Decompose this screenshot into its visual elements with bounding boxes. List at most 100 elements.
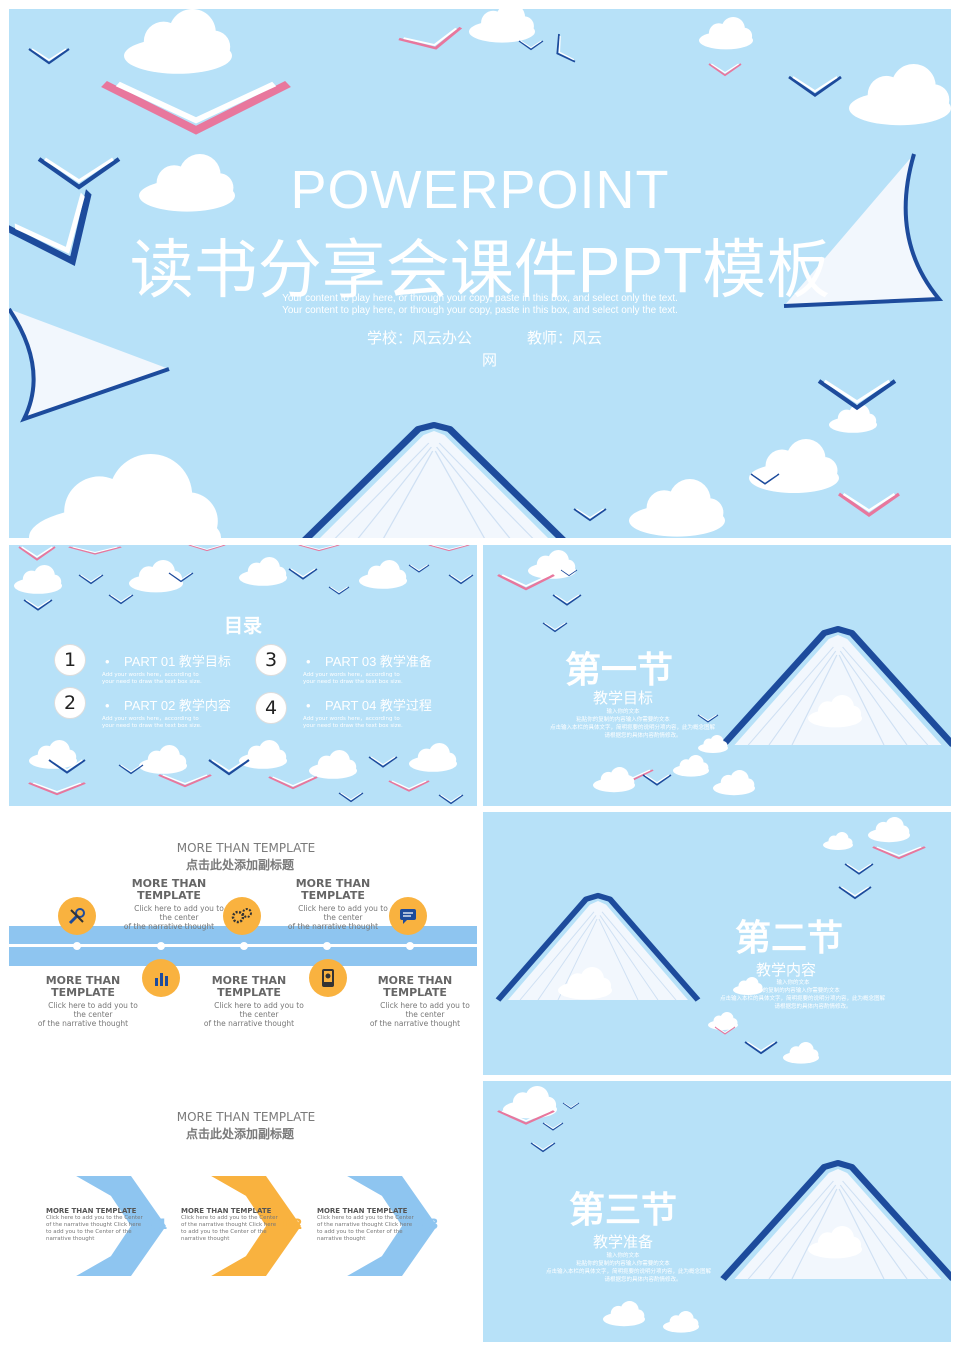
step-3-body-3: to add you to the Center of the [317,1229,403,1235]
cover-desc-1: Your content to play here, or through yo… [282,293,678,304]
section-2-small-1: 输入你的文本 [776,980,810,986]
timeline-top-item-1-head-1: MORE THAN [131,877,207,890]
cover-slide: POWERPOINT 读书分享会课件PPT模板 Your content to … [9,9,951,538]
cover-decoration [9,9,951,538]
timeline-bottom-item-3-head-2: TEMPLATE [383,986,447,999]
timeline-bottom-item-3-head-1: MORE THAN [377,974,453,987]
timeline-top-item-1-head-2: TEMPLATE [137,889,201,902]
step-2-head: MORE THAN TEMPLATE [181,1207,272,1215]
section-2-title: 第二节 [735,918,844,959]
timeline-bottom-item-2-head-1: MORE THAN [211,974,287,987]
timeline-dot [240,942,248,950]
section-3-small-4: 请根据您的具体内容酌情修改。 [604,1277,682,1283]
timeline-bottom-item-1-head-2: TEMPLATE [51,986,115,999]
steps-subheading: 点击此处添加副标题 [185,1127,294,1141]
section-3-small-1: 输入你的文本 [606,1253,640,1259]
section-3-decoration [496,1086,951,1333]
timeline-dot [406,942,414,950]
toc-item-3-label: PART 03 教学准备 [325,654,432,669]
timeline-bottom-item-1-body-2: of the narrative thought [37,1019,129,1028]
timeline-top-item-2-head-1: MORE THAN [295,877,371,890]
toc-item-2-label: PART 02 教学内容 [124,698,231,713]
section-1-small-3: 点击输入本栏的具体文字，简明扼要的说明分项内容，此为概念图解 [550,725,716,731]
step-1-body-2: of the narrative thought Click here [46,1222,142,1228]
step-2-body-2: of the narrative thought Click here [181,1222,277,1228]
toc-num-2: 2 [54,687,86,719]
section-1-small-1: 输入你的文本 [606,709,640,715]
section-2-small-3: 点击输入本栏的具体文字，简明扼要的说明分项内容，此为概念图解 [720,996,886,1002]
step-1: MORE THAN TEMPLATE Click here to add you… [46,1207,146,1243]
step-chevron-3 [347,1176,437,1276]
section-1-decoration [496,550,951,796]
bar-chart-icon-bubble [142,959,180,997]
cover-title-cn: 读书分享会课件PPT模板 [129,234,831,306]
step-1-head: MORE THAN TEMPLATE [46,1207,137,1215]
tools-icon [68,908,85,925]
timeline-top-item-2-head-2: TEMPLATE [301,889,365,902]
section-3-title: 第三节 [569,1190,678,1231]
step-2-num: 02 [283,1217,303,1233]
toc-item-3[interactable]: • PART 03 教学准备 [306,654,432,669]
timeline-bottom-item-1-body-1: Click here to add you to the center [48,1001,138,1019]
step-2: MORE THAN TEMPLATE Click here to add you… [181,1207,281,1243]
toc-item-2[interactable]: • PART 02 教学内容 [105,698,231,713]
toc-title: 目录 [223,615,262,637]
cover-school: 学校：风云办公 [367,329,473,347]
toc-item-4-desc-2: your need to draw the text box size. [303,723,403,729]
toc-item-1-desc-1: Add your words here，according to [102,672,199,678]
section-3-small-3: 点击输入本栏的具体文字，简明扼要的说明分项内容，此为概念图解 [546,1269,712,1275]
section-3-small-2: 粘贴你的复制的内容输入你需要的文本 [576,1261,670,1267]
gears-icon-bubble [223,897,261,935]
steps-heading: MORE THAN TEMPLATE [176,1110,316,1124]
timeline-dot [73,942,81,950]
timeline-bottom-item-2-body-2: of the narrative thought [203,1019,295,1028]
step-2-body-4: narrative thought [181,1236,230,1242]
timeline-top-item-2-body-1: Click here to add you to the center [298,904,388,922]
phone-icon-bubble [309,959,347,997]
timeline-bottom-item-2-body-1: Click here to add you to the center [214,1001,304,1019]
section-1-slide: 第一节 教学目标 输入你的文本 粘贴你的复制的内容输入你需要的文本 点击输入本栏… [483,545,951,806]
toc-item-3-desc-1: Add your words here，according to [303,672,400,678]
section-2-slide: 第二节 教学内容 输入你的文本 粘贴你的复制的内容输入你需要的文本 点击输入本栏… [483,812,951,1075]
toc-item-1[interactable]: • PART 01 教学目标 [105,654,231,669]
toc-item-4[interactable]: • PART 04 教学过程 [306,698,432,713]
section-1-subtitle: 教学目标 [593,689,654,707]
timeline-bottom-item-1-head-1: MORE THAN [45,974,121,987]
cover-teacher: 教师：风云 [527,329,603,347]
toc-item-1-label: PART 01 教学目标 [124,654,231,669]
step-3-body-2: of the narrative thought Click here [317,1222,413,1228]
toc-item-4-label: PART 04 教学过程 [325,698,432,713]
step-chevron-2 [211,1176,301,1276]
section-2-small-4: 请根据您的具体内容酌情修改。 [774,1004,852,1010]
timeline-dot [157,942,165,950]
step-1-body-4: narrative thought [46,1236,95,1242]
section-1-small-4: 请根据您的具体内容酌情修改。 [604,733,682,739]
timeline-heading: MORE THAN TEMPLATE [176,841,316,855]
step-3-body-4: narrative thought [317,1236,366,1242]
toc-num-1: 1 [54,644,86,676]
cover-desc-2: Your content to play here, or through yo… [282,305,678,316]
toc-slide: 目录 1 • PART 01 教学目标 Add your words here，… [9,545,477,806]
step-3-num: 03 [419,1217,439,1233]
toc-item-2-desc-2: your need to draw the text box size. [102,723,202,729]
timeline-top-item-1: MORE THAN TEMPLATE Click here to add you… [109,877,229,932]
bar-chart-icon [155,973,168,986]
step-3-head: MORE THAN TEMPLATE [317,1207,408,1215]
step-1-body-1: Click here to add you to the Center [46,1215,143,1221]
timeline-bottom-item-2-head-2: TEMPLATE [217,986,281,999]
timeline-top-item-1-body-1: Click here to add you to the center [134,904,224,922]
toc-num-4: 4 [255,692,287,724]
phone-icon [322,969,334,987]
step-1-body-3: to add you to the Center of the [46,1229,132,1235]
cover-teacher-cont: 网 [482,351,498,369]
toc-item-2-desc-1: Add your words here，according to [102,716,199,722]
chat-icon [400,909,416,924]
steps-slide: MORE THAN TEMPLATE 点击此处添加副标题 MORE THAN T… [9,1081,477,1342]
toc-num-3: 3 [255,644,287,676]
section-2-small-2: 粘贴你的复制的内容输入你需要的文本 [746,988,840,994]
step-3-body-1: Click here to add you to the Center [317,1215,414,1221]
timeline-top-item-1-body-2: of the narrative thought [123,922,215,931]
toc-item-4-desc-1: Add your words here，according to [303,716,400,722]
toc-item-3-desc-2: your need to draw the text box size. [303,679,403,685]
timeline-top-item-2-body-2: of the narrative thought [287,922,379,931]
